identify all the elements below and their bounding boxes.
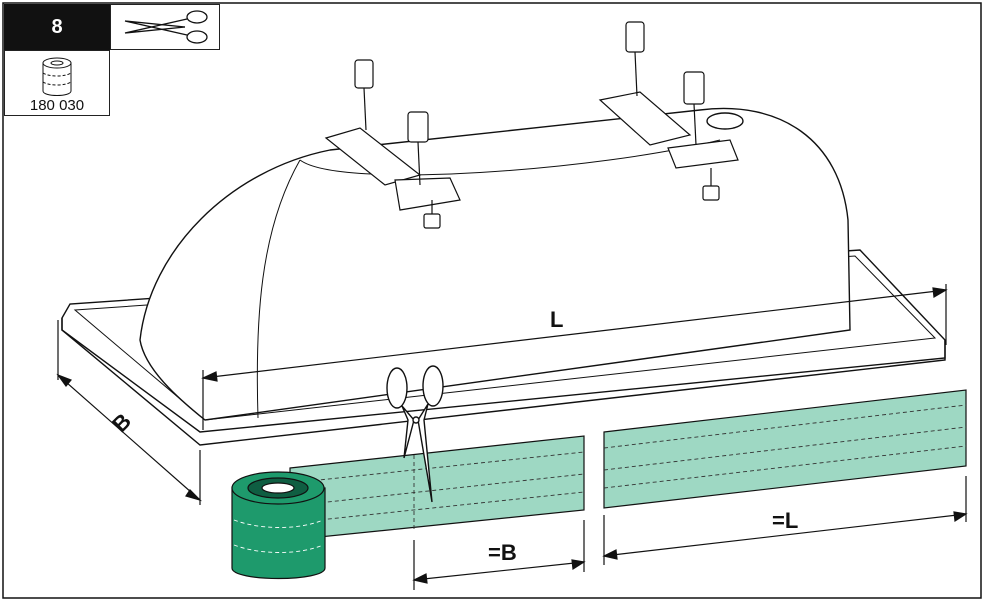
width-dimension-line: [56, 320, 203, 505]
cut-length-dimension-line: [602, 476, 968, 565]
scissors-icon: [386, 365, 444, 503]
tape-strip-width: [289, 435, 585, 541]
length-label: L: [550, 307, 564, 332]
scissors-box: [110, 4, 220, 50]
length-dimension-line: [201, 284, 948, 430]
tape-roll-icon: [42, 57, 72, 96]
tape-part-box: 180 030: [4, 50, 110, 116]
tape-strip-length: [603, 389, 967, 509]
cut-width-dimension-line: [412, 520, 586, 590]
mounting-bracket-right: [598, 21, 739, 201]
mounting-bracket-left: [324, 59, 461, 229]
bathtub: [61, 107, 946, 446]
step-number: 8: [4, 4, 110, 50]
cut-width-label: =B: [488, 540, 517, 565]
scissors-icon: [124, 10, 208, 44]
tape-roll: [231, 471, 326, 580]
cut-length-label: =L: [772, 508, 799, 533]
tape-part-number: 180 030: [29, 97, 85, 114]
